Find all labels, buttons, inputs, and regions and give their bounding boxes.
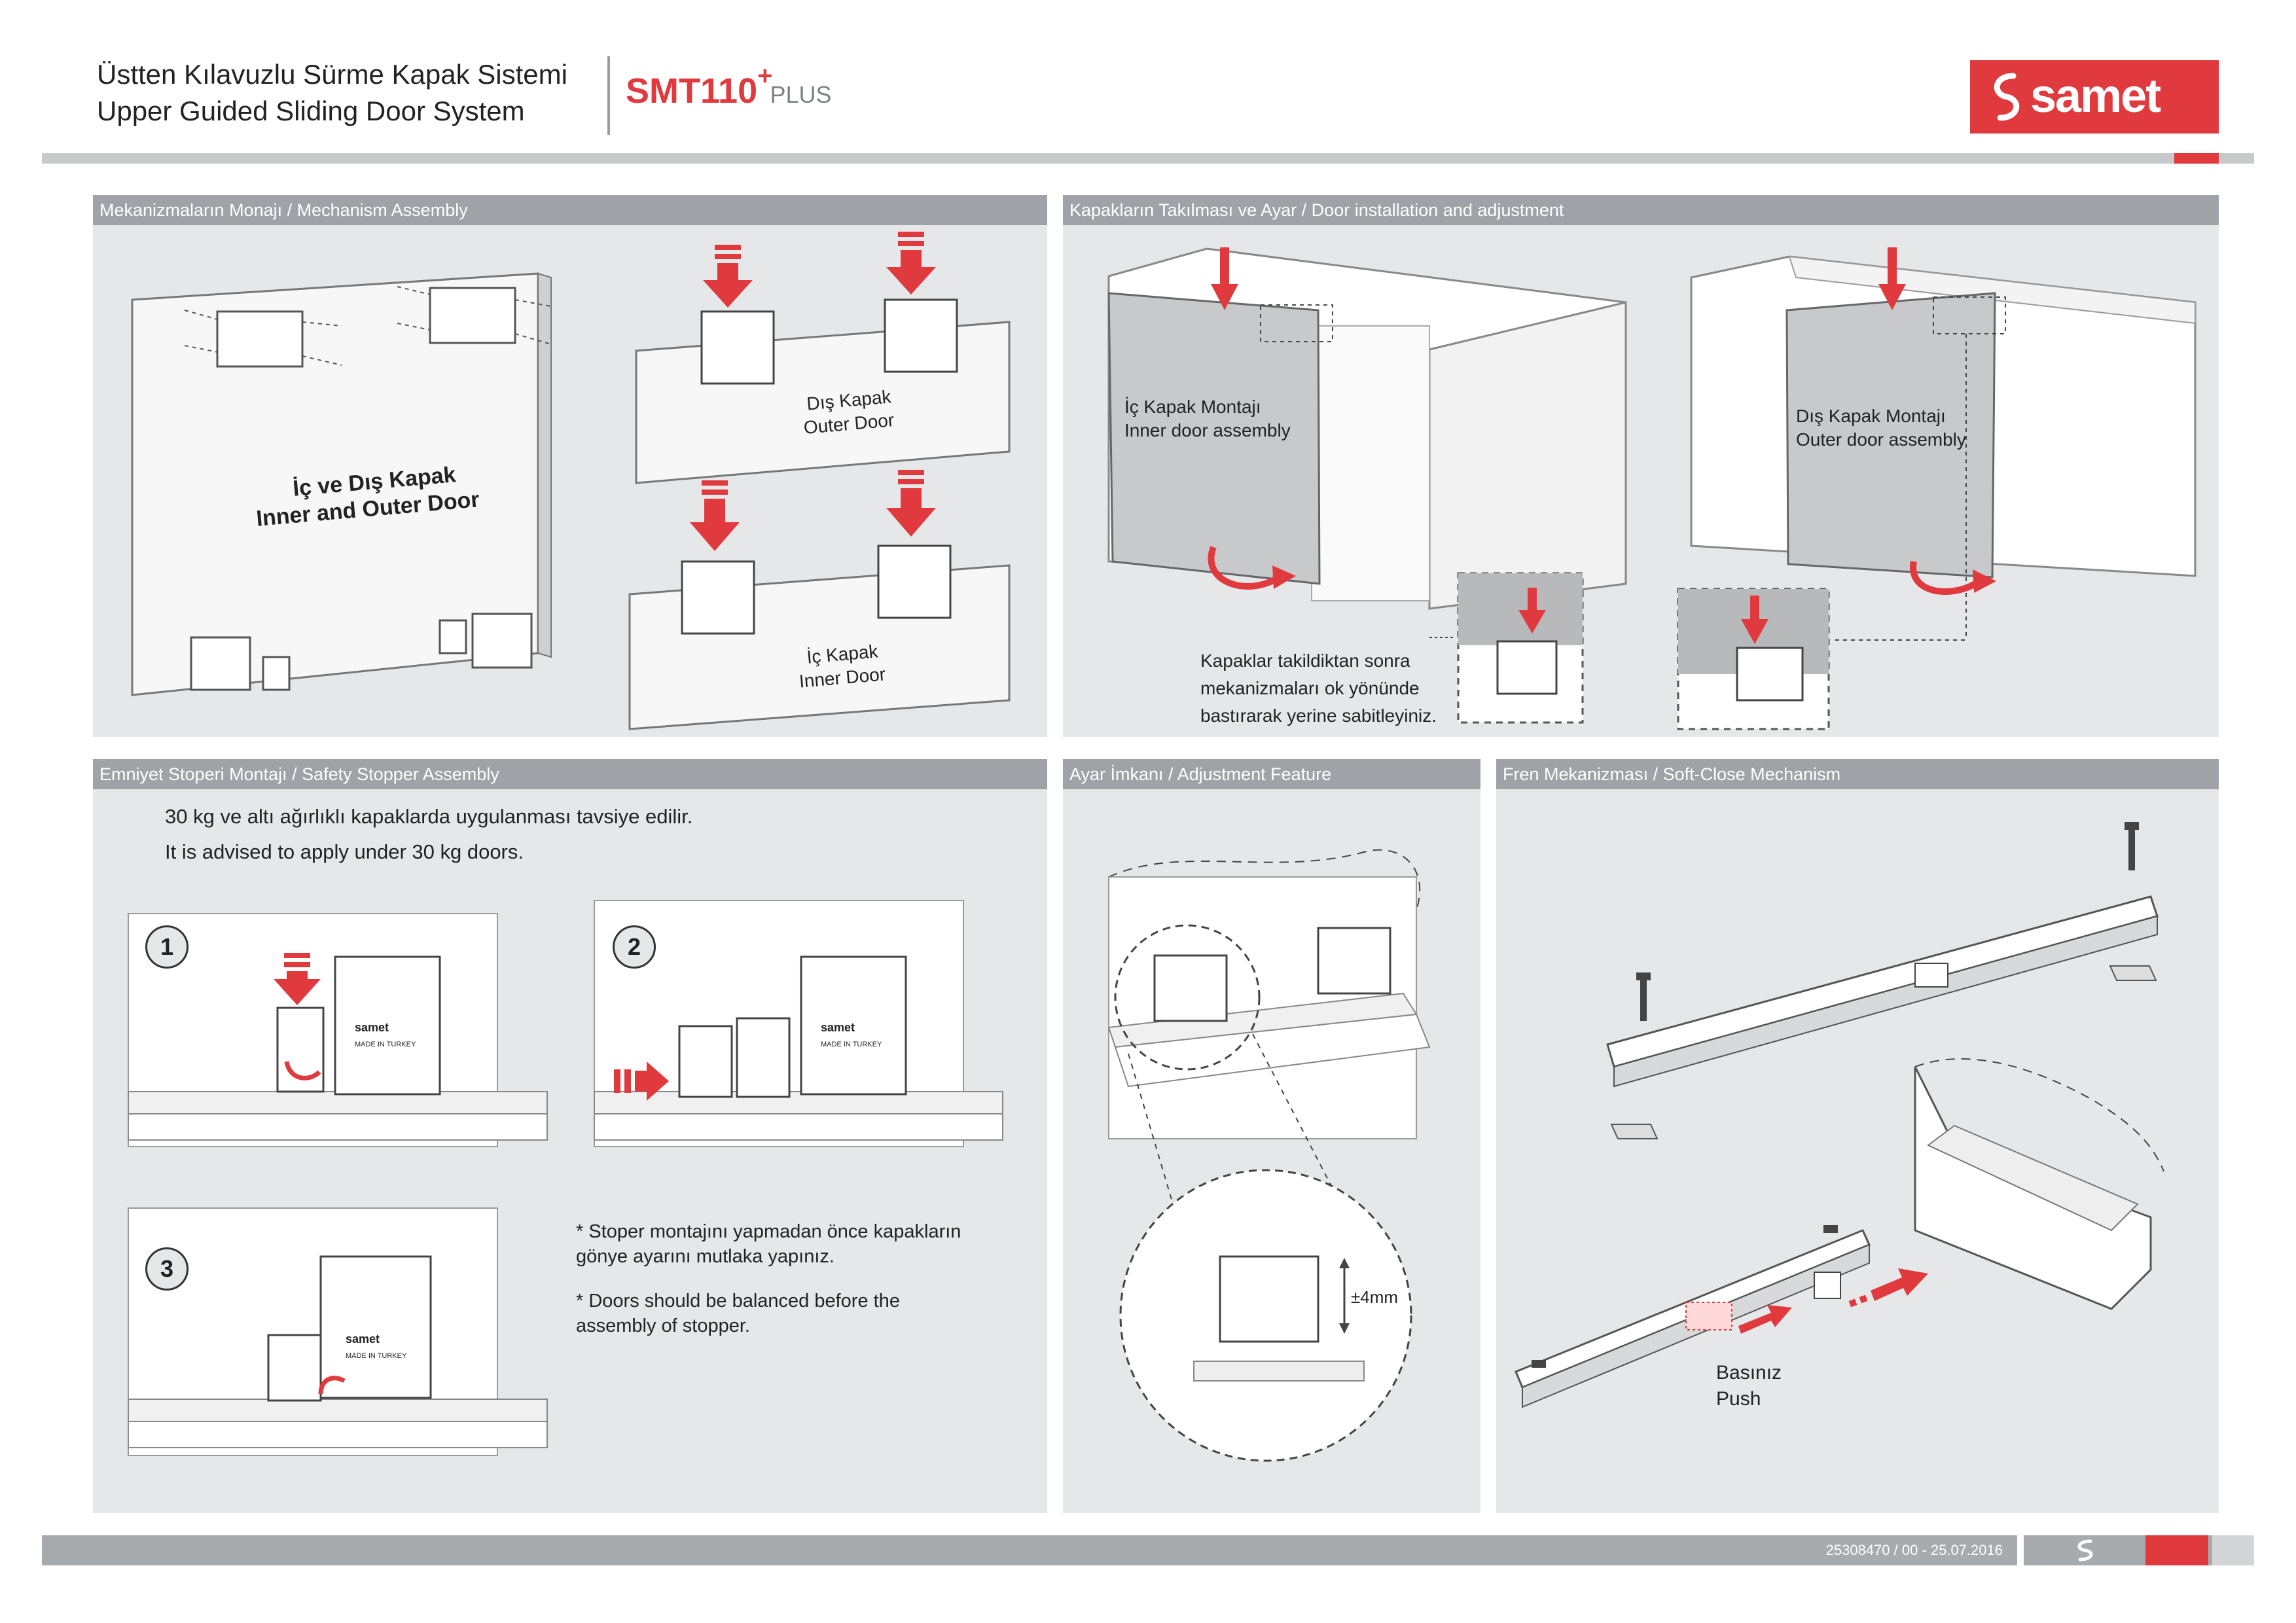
install-note-1: Kapaklar takildiktan sonra — [1200, 651, 1410, 671]
push-en: Push — [1716, 1388, 1761, 1410]
brand-logo: samet — [1970, 60, 2219, 134]
install-note-2: mekanizmaları ok yönünde — [1200, 678, 1420, 698]
product-brand-step2: samet — [821, 1021, 855, 1034]
stopper-advice-en: It is advised to apply under 30 kg doors… — [165, 840, 524, 863]
panel-mechanism-assembly: Mekanizmaların Monajı / Mechanism Assemb… — [93, 195, 1047, 737]
door-panel-drawing — [131, 232, 1011, 730]
footer-divider — [2017, 1535, 2024, 1565]
stopper-advice-tr: 30 kg ve altı ağırlıklı kapaklarda uygul… — [165, 805, 693, 828]
panel-stopper-title: Emniyet Stoperi Montajı / Safety Stopper… — [93, 759, 1047, 789]
step-2-badge: 2 — [613, 925, 656, 969]
panel-mechanism-title: Mekanizmaların Monajı / Mechanism Assemb… — [93, 195, 1047, 225]
product-brand-step3: samet — [346, 1332, 380, 1346]
outer-assembly-en: Outer door assembly — [1796, 429, 1966, 450]
push-tr: Basınız — [1716, 1362, 1782, 1383]
title-divider — [607, 56, 610, 135]
product-brand-step1: samet — [355, 1021, 389, 1034]
footer-swirl-icon — [2077, 1539, 2093, 1561]
step-3-badge: 3 — [145, 1247, 188, 1291]
title-tr: Üstten Kılavuzlu Sürme Kapak Sistemi — [97, 59, 567, 90]
panel-softclose-title: Fren Mekanizması / Soft-Close Mechanism — [1496, 759, 2219, 789]
stopper-step-drawings — [128, 900, 1003, 1456]
footer-doc-code: 25308470 / 00 - 25.07.2016 — [1825, 1542, 2003, 1558]
stopper-note-tr-1: * Stoper montajını yapmadan önce kapakla… — [576, 1221, 961, 1242]
softclose-drawing — [1515, 822, 2164, 1408]
stopper-note-en-1: * Doors should be balanced before the — [576, 1291, 900, 1311]
brand-swirl-icon — [1994, 73, 2020, 121]
panel-door-installation: Kapakların Takılması ve Ayar / Door inst… — [1063, 195, 2219, 737]
panel-adjustment: Ayar İmkanı / Adjustment Feature ±4mm — [1063, 759, 1480, 1513]
panel-safety-stopper: Emniyet Stoperi Montajı / Safety Stopper… — [93, 759, 1047, 1513]
inner-assembly-en: Inner door assembly — [1124, 420, 1291, 440]
model-name: SMT110+PLUS — [626, 62, 832, 111]
footer-light-block — [2212, 1535, 2254, 1565]
stopper-note-tr-2: gönye ayarını mutlaka yapınız. — [576, 1246, 834, 1267]
title-en: Upper Guided Sliding Door System — [97, 96, 525, 126]
adjustment-drawing — [1107, 849, 1431, 1462]
model-number: SMT110 — [626, 71, 758, 111]
product-origin-step2: MADE IN TURKEY — [821, 1041, 882, 1048]
product-origin-step1: MADE IN TURKEY — [355, 1041, 416, 1048]
top-rule — [42, 153, 2254, 164]
panel-adjustment-title: Ayar İmkanı / Adjustment Feature — [1063, 759, 1480, 789]
inner-assembly-tr: İç Kapak Montajı — [1124, 397, 1261, 417]
outer-assembly-tr: Dış Kapak Montajı — [1796, 406, 1946, 426]
panel-soft-close: Fren Mekanizması / Soft-Close Mechanism — [1496, 759, 2219, 1513]
step-1-badge: 1 — [145, 925, 188, 969]
model-suffix: PLUS — [770, 81, 832, 108]
footer-logo-block — [2029, 1535, 2140, 1565]
top-rule-accent — [2174, 153, 2219, 164]
cabinet-drawing — [1107, 247, 2197, 730]
footer-red-block — [2145, 1535, 2208, 1565]
panel-installation-title: Kapakların Takılması ve Ayar / Door inst… — [1063, 195, 2219, 225]
footer-bar — [42, 1535, 2254, 1565]
model-plus: + — [757, 62, 773, 90]
stopper-note-en-2: assembly of stopper. — [576, 1315, 750, 1336]
adjustment-tolerance: ±4mm — [1351, 1287, 1399, 1307]
brand-name: samet — [2030, 70, 2161, 122]
install-note-3: bastırarak yerine sabitleyiniz. — [1200, 705, 1437, 726]
product-origin-step3: MADE IN TURKEY — [346, 1352, 407, 1360]
